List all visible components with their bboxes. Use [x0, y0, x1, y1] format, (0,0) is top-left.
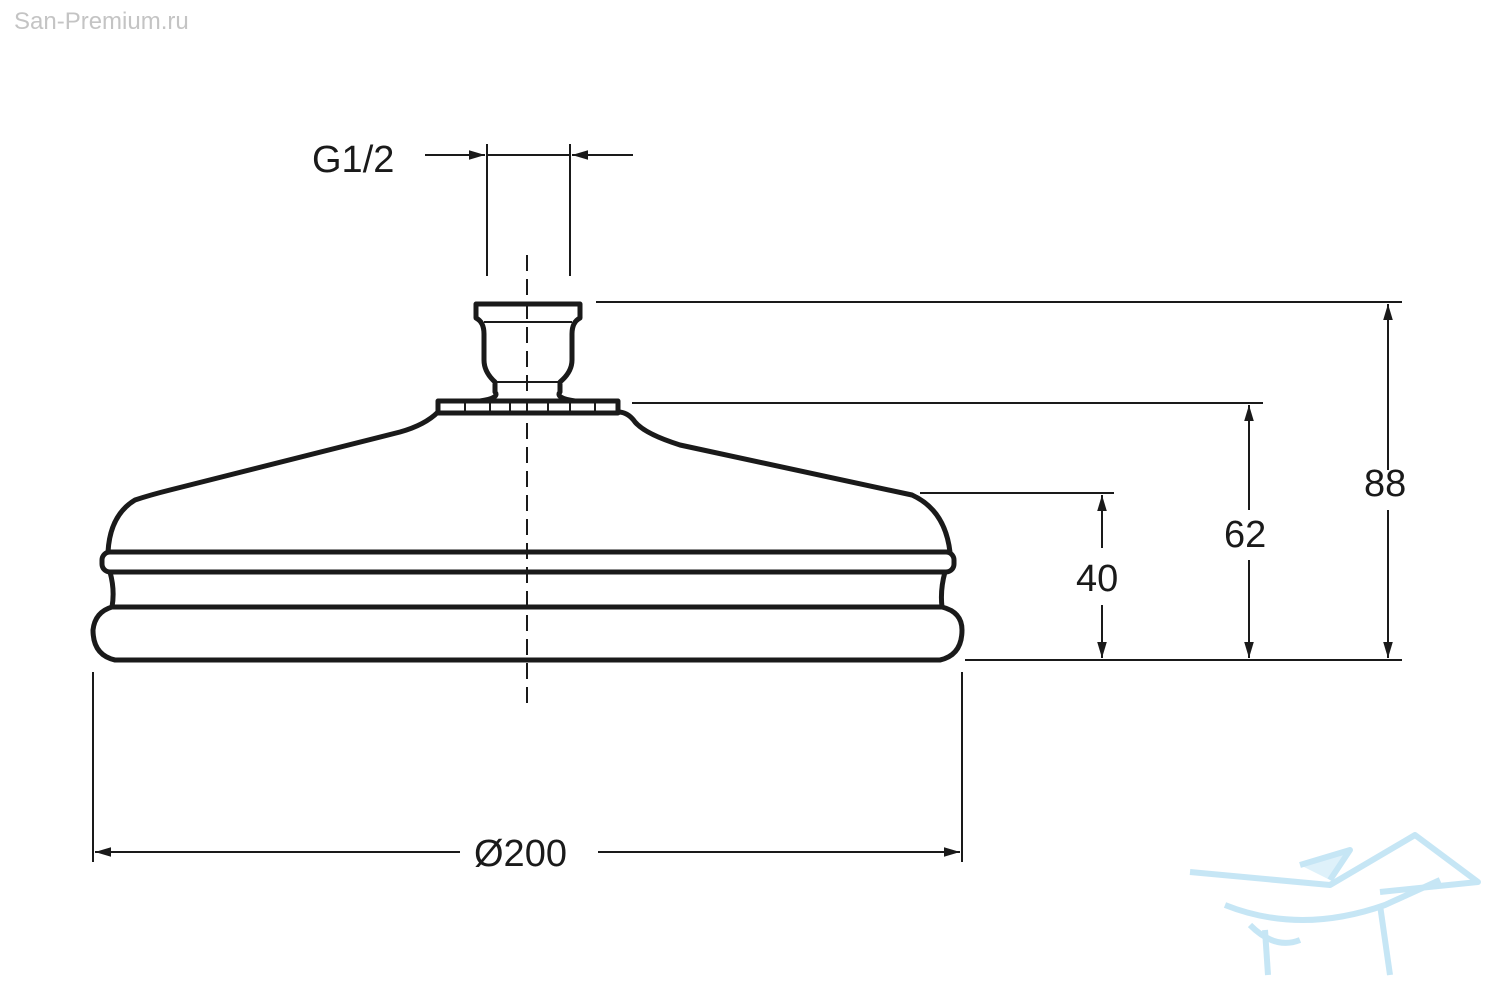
- shower-head-dome: [105, 409, 953, 555]
- flange-ticks: [464, 403, 596, 412]
- thread-dimension: [425, 144, 633, 276]
- thread-size-label: G1/2: [312, 139, 394, 181]
- height-flange-label: 62: [1224, 514, 1266, 556]
- diameter-label: Ø200: [474, 833, 567, 875]
- height-body-label: 40: [1076, 558, 1118, 600]
- bathtub-wave-logo-icon: [1189, 832, 1481, 976]
- diameter-dimension: [92, 672, 963, 862]
- height-total-label: 88: [1364, 463, 1406, 505]
- bottom-rounded-rim: [90, 604, 965, 663]
- watermark-site-name: San-Premium.ru: [14, 8, 189, 35]
- extension-lines: [596, 301, 1402, 661]
